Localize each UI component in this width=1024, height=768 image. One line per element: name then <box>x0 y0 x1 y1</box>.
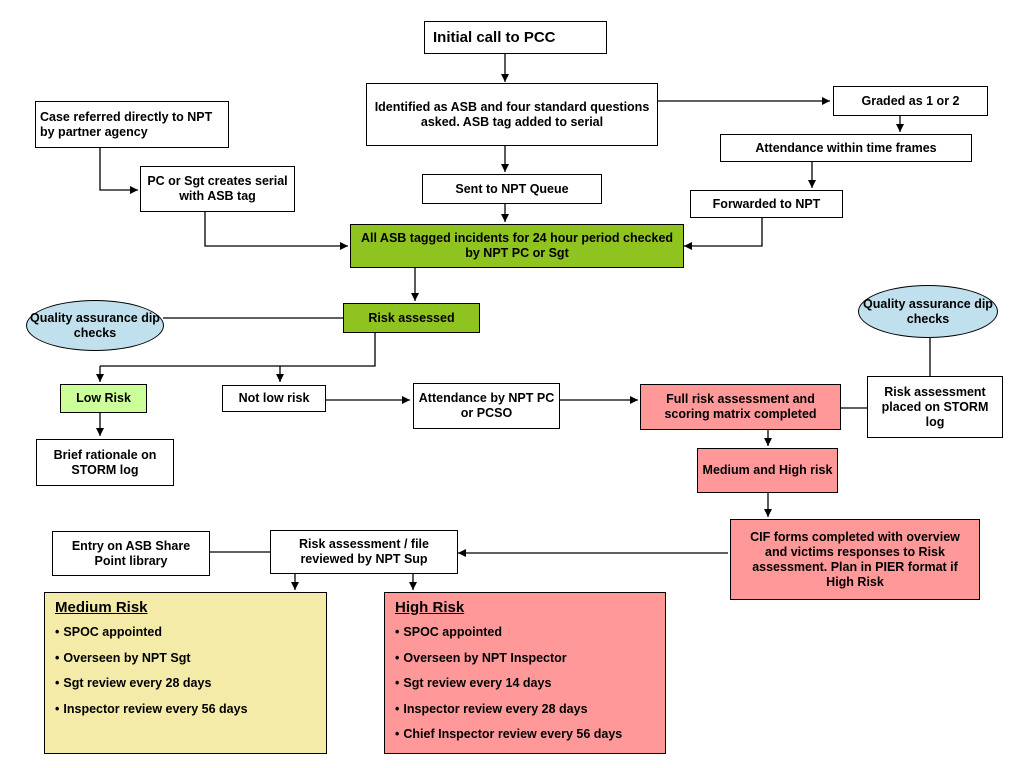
medium-risk-item: Overseen by NPT Sgt <box>55 650 316 666</box>
medium-risk-item: SPOC appointed <box>55 624 316 640</box>
initial-call-box: Initial call to PCC <box>424 21 607 54</box>
brief-rationale-label: Brief rationale on STORM log <box>53 447 157 477</box>
initial-call-label: Initial call to PCC <box>433 29 556 46</box>
reviewed-sup-label: Risk assessment / file reviewed by NPT S… <box>299 537 429 566</box>
reviewed-sup-box: Risk assessment / file reviewed by NPT S… <box>270 530 458 574</box>
cif-forms-box: CIF forms completed with overview and vi… <box>730 519 980 600</box>
full-risk-box: Full risk assessment and scoring matrix … <box>640 384 841 430</box>
attendance-npt-label: Attendance by NPT PC or PCSO <box>418 391 555 420</box>
high-risk-list: SPOC appointed Overseen by NPT Inspector… <box>395 624 655 742</box>
not-low-risk-box: Not low risk <box>222 385 326 412</box>
low-risk-label: Low Risk <box>76 391 131 405</box>
medium-high-box: Medium and High risk <box>697 448 838 493</box>
line-risk-branch <box>100 333 376 367</box>
risk-assessed-box: Risk assessed <box>343 303 480 333</box>
entry-sharepoint-label: Entry on ASB Share Point library <box>71 538 191 568</box>
arrow-forwarded-to-allasb <box>684 218 763 250</box>
attendance-time-box: Attendance within time frames <box>720 134 972 162</box>
medium-risk-title: Medium Risk <box>55 599 148 616</box>
identified-box: Identified as ASB and four standard ques… <box>366 83 658 146</box>
arrow-referred-to-creates <box>99 148 138 194</box>
risk-storm-label: Risk assessment placed on STORM log <box>881 384 989 429</box>
sent-to-queue-label: Sent to NPT Queue <box>455 181 569 196</box>
attendance-time-label: Attendance within time frames <box>755 140 937 155</box>
risk-storm-box: Risk assessment placed on STORM log <box>867 376 1003 438</box>
high-risk-title: High Risk <box>395 599 465 616</box>
pc-sgt-creates-box: PC or Sgt creates serial with ASB tag <box>140 166 295 212</box>
all-asb-checked-label: All ASB tagged incidents for 24 hour per… <box>360 231 674 260</box>
graded-box: Graded as 1 or 2 <box>833 86 988 116</box>
risk-assessed-label: Risk assessed <box>368 310 455 325</box>
arrow-creates-to-allasb <box>204 212 348 250</box>
medium-risk-panel: Medium Risk SPOC appointed Overseen by N… <box>44 592 327 754</box>
high-risk-item: Chief Inspector review every 56 days <box>395 726 655 742</box>
qa-left-oval: Quality assurance dip checks <box>26 300 164 351</box>
medium-risk-item: Inspector review every 56 days <box>55 701 316 717</box>
not-low-risk-label: Not low risk <box>238 391 310 405</box>
brief-rationale-box: Brief rationale on STORM log <box>36 439 174 486</box>
forwarded-label: Forwarded to NPT <box>712 196 821 211</box>
qa-right-oval: Quality assurance dip checks <box>858 285 998 338</box>
high-risk-item: Inspector review every 28 days <box>395 701 655 717</box>
low-risk-box: Low Risk <box>60 384 147 413</box>
case-referred-box: Case referred directly to NPT by partner… <box>35 101 229 148</box>
pc-sgt-creates-label: PC or Sgt creates serial with ASB tag <box>147 174 288 203</box>
identified-label: Identified as ASB and four standard ques… <box>374 99 650 129</box>
cif-forms-label: CIF forms completed with overview and vi… <box>750 529 960 589</box>
high-risk-item: SPOC appointed <box>395 624 655 640</box>
case-referred-label: Case referred directly to NPT by partner… <box>40 109 213 139</box>
qa-right-label: Quality assurance dip checks <box>863 296 993 326</box>
qa-left-label: Quality assurance dip checks <box>30 310 160 340</box>
full-risk-label: Full risk assessment and scoring matrix … <box>664 392 817 421</box>
medium-risk-item: Sgt review every 28 days <box>55 675 316 691</box>
high-risk-item: Sgt review every 14 days <box>395 675 655 691</box>
medium-risk-list: SPOC appointed Overseen by NPT Sgt Sgt r… <box>55 624 316 717</box>
forwarded-box: Forwarded to NPT <box>690 190 843 218</box>
attendance-npt-box: Attendance by NPT PC or PCSO <box>413 383 560 429</box>
all-asb-checked-box: All ASB tagged incidents for 24 hour per… <box>350 224 684 268</box>
sent-to-queue-box: Sent to NPT Queue <box>422 174 602 204</box>
graded-label: Graded as 1 or 2 <box>861 93 960 108</box>
high-risk-panel: High Risk SPOC appointed Overseen by NPT… <box>384 592 666 754</box>
high-risk-item: Overseen by NPT Inspector <box>395 650 655 666</box>
entry-sharepoint-box: Entry on ASB Share Point library <box>52 531 210 576</box>
medium-high-label: Medium and High risk <box>702 463 833 477</box>
